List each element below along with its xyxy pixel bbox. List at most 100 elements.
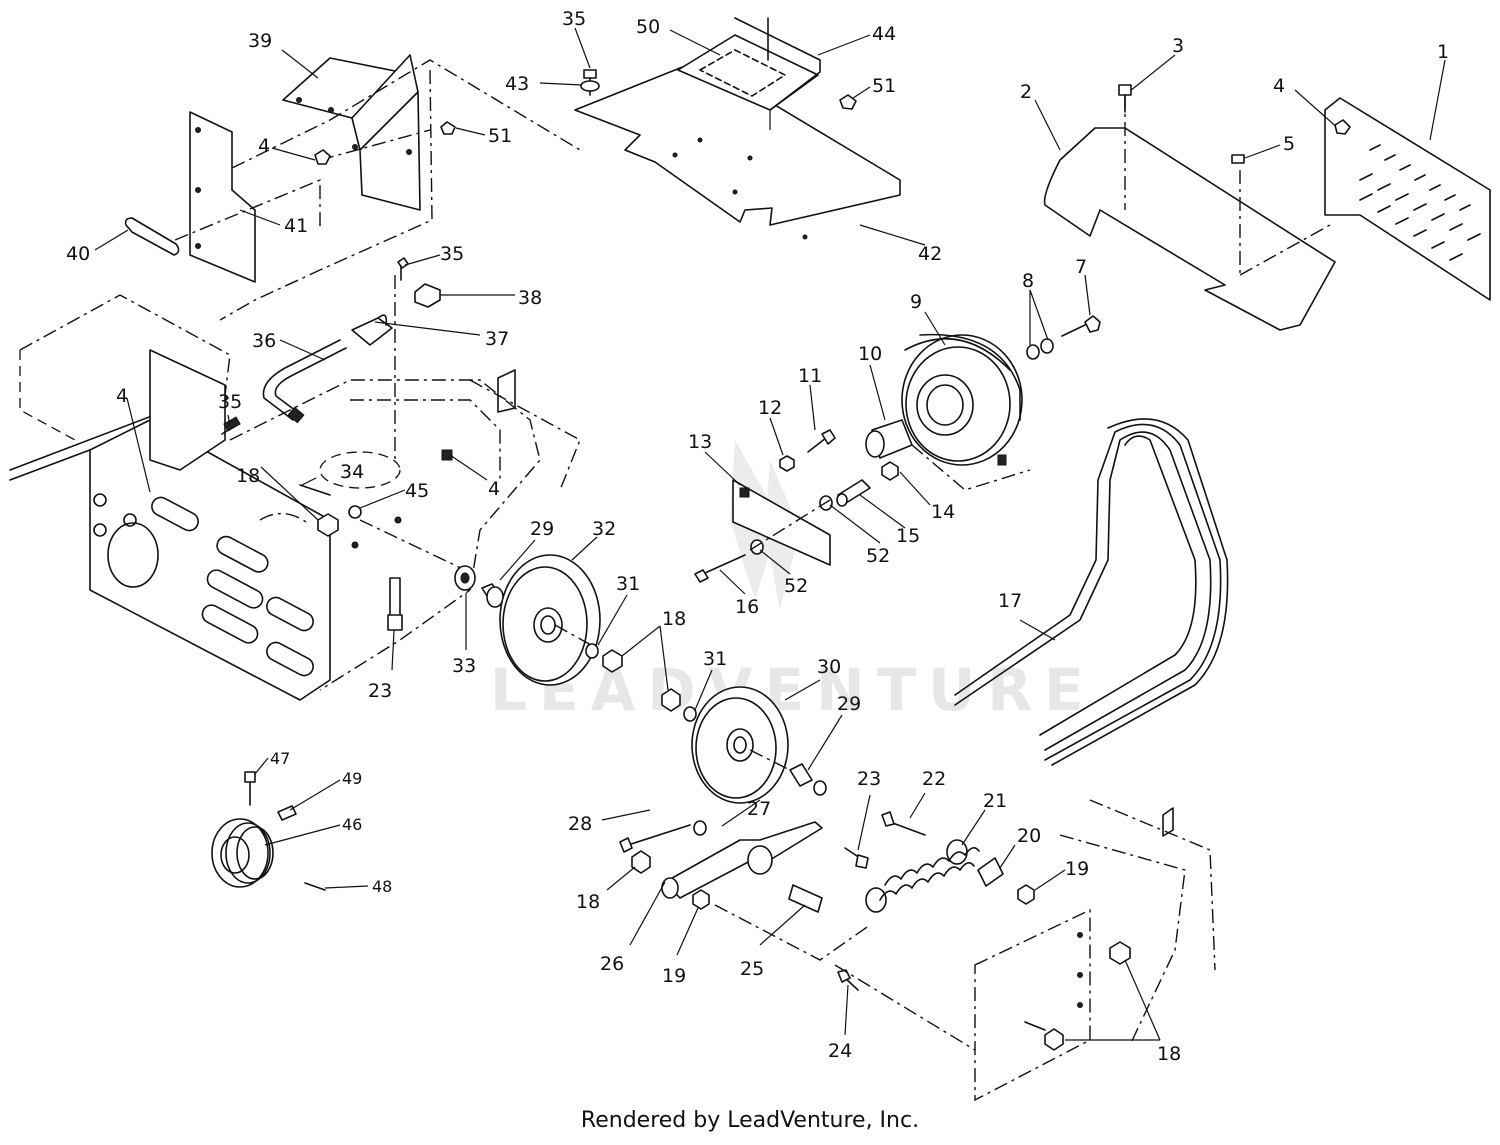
callout-3: 3 (1172, 35, 1184, 57)
callout-24: 24 (828, 1040, 852, 1062)
part-29-bushing-lower (789, 763, 813, 787)
callout-23a: 23 (368, 680, 392, 702)
part-20-spacer (977, 857, 1004, 887)
callout-29a: 29 (530, 518, 554, 540)
callout-52b: 52 (784, 575, 808, 597)
callout-22: 22 (922, 768, 946, 790)
watermark: LEADVENTURE (490, 440, 1096, 724)
callout-34: 34 (340, 461, 364, 483)
callout-44: 44 (872, 23, 896, 45)
part-18-nut-upper (602, 649, 623, 673)
callout-51b: 51 (872, 75, 896, 97)
part-22-bolt (881, 811, 926, 836)
part-40-strap (124, 217, 180, 256)
part-37-clamp (351, 314, 393, 346)
callout-7: 7 (1075, 256, 1087, 278)
callout-4c: 4 (116, 385, 128, 407)
callout-38: 38 (518, 287, 542, 309)
part-8-washers (1026, 338, 1054, 360)
watermark-text: LEADVENTURE (490, 656, 1096, 724)
part-38-nut (414, 283, 441, 308)
part-14-nut (881, 461, 899, 481)
footer-credit: Rendered by LeadVenture, Inc. (580, 1108, 920, 1133)
part-25-spacer (788, 884, 823, 913)
part-16-bolt (694, 554, 746, 583)
callout-35b: 35 (440, 243, 464, 265)
callout-4d: 4 (488, 478, 500, 500)
part-50-plate (677, 34, 819, 111)
part-36-rod (262, 339, 347, 424)
callout-17: 17 (998, 590, 1022, 612)
callout-18b: 18 (662, 608, 686, 630)
callout-15: 15 (896, 525, 920, 547)
callout-27: 27 (747, 798, 771, 820)
part-17-belt (954, 418, 1229, 766)
callout-42: 42 (918, 243, 942, 265)
callout-18c: 18 (576, 891, 600, 913)
part-42-floor-plate (574, 59, 901, 240)
part-11-bolt (807, 429, 836, 453)
callout-36: 36 (252, 330, 276, 352)
part-41-plate (189, 111, 256, 283)
part-19-nut-right (1017, 884, 1035, 905)
part-18-nut-mid (661, 688, 681, 712)
callout-31a: 31 (616, 573, 640, 595)
callout-50: 50 (636, 16, 660, 38)
part-19-nut-lower (692, 889, 710, 910)
part-30-pulley (691, 686, 789, 804)
leader-lines (94, 27, 1446, 1041)
callout-46: 46 (342, 815, 362, 834)
callout-40: 40 (66, 243, 90, 265)
callout-labels: 1 2 3 4 5 7 8 9 10 11 12 13 14 15 16 17 … (66, 8, 1449, 1065)
vent-slots (1359, 144, 1481, 261)
fasteners-left (221, 121, 456, 631)
callout-19b: 19 (662, 965, 686, 987)
frame-slots (93, 493, 314, 677)
callout-18d: 18 (1157, 1043, 1181, 1065)
part-15-spacer (836, 479, 871, 507)
part-23-bolt-lower (844, 847, 869, 869)
part-21-spring (865, 839, 980, 913)
callout-23b: 23 (857, 768, 881, 790)
callout-35a: 35 (562, 8, 586, 30)
callout-35c: 35 (218, 391, 242, 413)
part-31-washer-lower (683, 706, 697, 722)
part-48-bolt (304, 882, 326, 891)
part-9-clutch (901, 333, 1023, 466)
part-1-vented-cover (1324, 97, 1491, 301)
callout-30: 30 (817, 656, 841, 678)
callout-43: 43 (505, 73, 529, 95)
callout-10: 10 (858, 343, 882, 365)
callout-4a: 4 (1273, 75, 1285, 97)
callout-1: 1 (1437, 41, 1449, 63)
part-26-arm (661, 821, 823, 899)
part-29-bushing-upper (481, 583, 504, 608)
callout-29b: 29 (837, 693, 861, 715)
callout-37: 37 (485, 328, 509, 350)
callout-32: 32 (592, 518, 616, 540)
part-13-plate (732, 479, 831, 566)
callout-26: 26 (600, 953, 624, 975)
part-10-bushing (865, 419, 913, 459)
part-7-bolt (1061, 315, 1101, 337)
callout-25: 25 (740, 958, 764, 980)
callout-13: 13 (688, 431, 712, 453)
callout-19a: 19 (1065, 858, 1089, 880)
part-33-spacer (454, 565, 476, 591)
callout-33: 33 (452, 655, 476, 677)
part-2-shield (1043, 127, 1336, 331)
callout-47: 47 (270, 749, 290, 768)
part-44-angle (734, 17, 821, 111)
callout-41: 41 (284, 215, 308, 237)
callout-4b: 4 (258, 135, 270, 157)
callout-49: 49 (342, 769, 362, 788)
callout-45: 45 (405, 480, 429, 502)
callout-51a: 51 (488, 125, 512, 147)
callout-16: 16 (735, 596, 759, 618)
callout-8: 8 (1022, 270, 1034, 292)
callout-39: 39 (248, 30, 272, 52)
callout-14: 14 (931, 501, 955, 523)
callout-31b: 31 (703, 648, 727, 670)
